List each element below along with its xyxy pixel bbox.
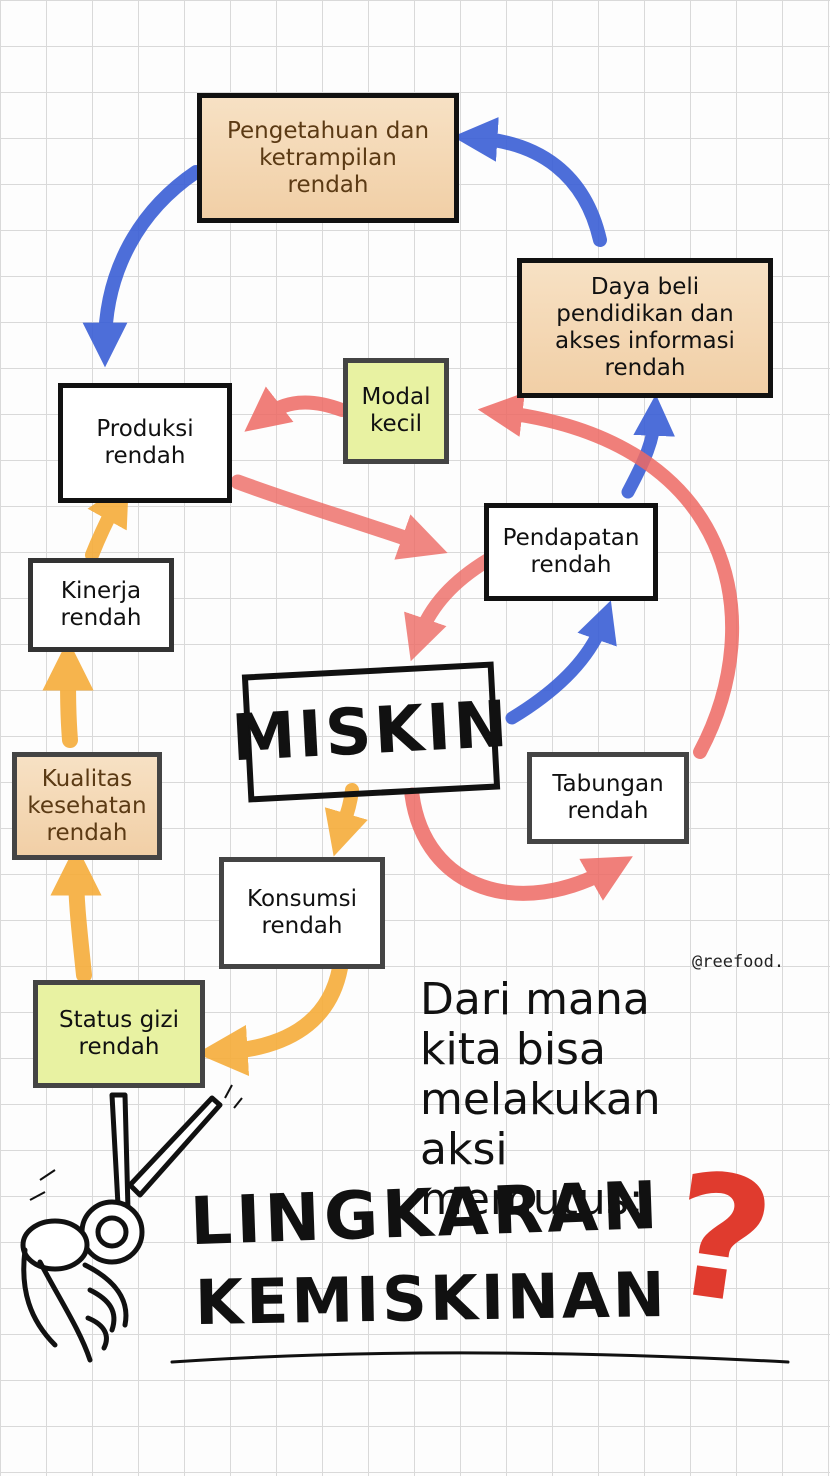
node-tabungan-label: Tabungan rendah [552,771,664,824]
arrow-pengetahuan-to-produksi [82,165,203,368]
node-modal: Modal kecil [343,358,449,464]
arrow-dayabeli-to-pengetahuan [452,117,607,247]
node-miskin-label: MISKIN [229,687,513,777]
arrow-pendapatan-to-dayabeli [621,394,675,499]
node-konsumsi: Konsumsi rendah [219,857,385,969]
arrow-kinerja-to-produksi [85,480,129,562]
node-tabungan: Tabungan rendah [527,752,689,844]
title-line-1: LINGKARAN [188,1166,663,1261]
node-pendapatan-label: Pendapatan rendah [502,525,640,578]
arrow-modal-to-produksi [244,386,349,432]
arrow-statusgizi-to-kualitas [50,844,102,983]
title-line-2: KEMISKINAN [194,1257,669,1340]
node-miskin: MISKIN [230,661,512,803]
arrow-miskin-to-tabungan [404,787,633,901]
node-modal-label: Modal kecil [361,384,431,437]
node-pengetahuan: Pengetahuan dan ketrampilan rendah [197,93,459,223]
arrow-konsumsi-to-statusgizi [196,960,348,1077]
node-pengetahuan-label: Pengetahuan dan ketrampilan rendah [226,117,430,198]
node-pendapatan: Pendapatan rendah [484,503,658,601]
node-konsumsi-label: Konsumsi rendah [247,886,357,939]
node-produksi-label: Produksi rendah [96,416,194,469]
node-kinerja-label: Kinerja rendah [60,578,142,631]
scissor-motion-lines [29,1084,243,1201]
arrow-miskin-to-pendapatan [505,600,617,725]
author-credit: @reefood. [692,952,785,972]
title-underline [170,1351,790,1364]
question-text: Dari mana kita bisa melakukan aksi memut… [420,974,661,1225]
node-kualitas-label: Kualitas kesehatan rendah [27,765,147,846]
node-kinerja: Kinerja rendah [28,558,174,652]
arrow-tabungan-to-modal [477,392,740,759]
arrow-kualitas-to-kinerja [42,639,94,748]
node-status-gizi-label: Status gizi rendah [58,1007,180,1060]
node-produksi: Produksi rendah [58,383,232,503]
node-status-gizi: Status gizi rendah [33,980,205,1088]
node-daya-beli-label: Daya beli pendidikan dan akses informasi… [555,274,735,381]
scissors-hand-icon [20,1092,223,1363]
arrow-pendapatan-to-miskin [404,553,495,662]
node-daya-beli: Daya beli pendidikan dan akses informasi… [517,258,773,398]
arrow-produksi-to-miskin [230,474,448,560]
arrow-miskin-to-konsumsi [324,783,368,857]
node-kualitas: Kualitas kesehatan rendah [12,752,162,860]
